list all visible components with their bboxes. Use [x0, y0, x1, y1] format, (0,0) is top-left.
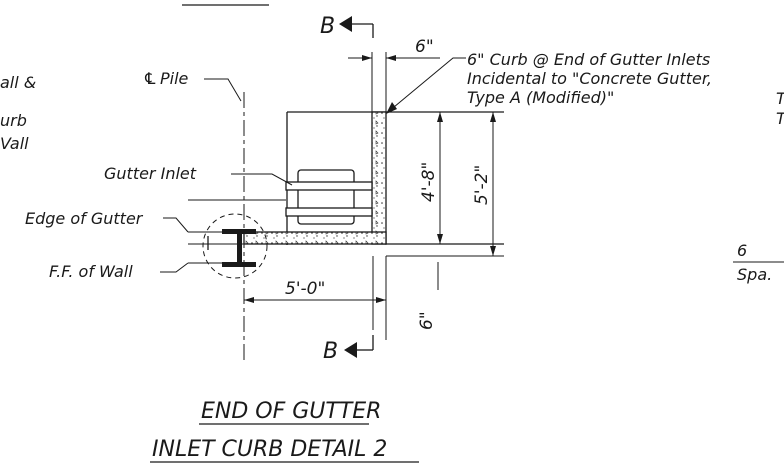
title-line-2: INLET CURB DETAIL 2	[152, 437, 387, 462]
dim-bottom-depth: 6"	[417, 311, 437, 330]
face-of-wall-leader	[160, 262, 189, 273]
svg-text:6" Curb @ End of Gutter Inlets: 6" Curb @ End of Gutter Inlets	[467, 50, 710, 69]
right-fragment-2: T	[776, 109, 784, 128]
svg-text:Type A (Modified)": Type A (Modified)"	[467, 88, 614, 107]
svg-text:Incidental to "Concrete Gutter: Incidental to "Concrete Gutter,	[467, 69, 712, 88]
svg-text:℄: ℄	[143, 69, 157, 88]
left-fragment-1: all &	[0, 73, 36, 92]
title-line-1: END OF GUTTER	[201, 399, 381, 424]
dim-bottom-width: 5'-0"	[285, 279, 325, 299]
curb-note-leader	[387, 57, 466, 113]
section-arrow-bottom	[344, 342, 357, 358]
face-of-wall-label: F.F. of Wall	[49, 262, 133, 281]
pile-centerline-label: ℄ Pile	[143, 69, 189, 88]
left-fragment-3: Vall	[0, 134, 29, 153]
curb-vertical	[371, 111, 387, 245]
right-fragment-1: T	[776, 89, 784, 108]
edge-of-gutter-label: Edge of Gutter	[25, 209, 144, 228]
gutter-inlet-label: Gutter Inlet	[104, 164, 197, 183]
gutter-inlet-leader	[231, 173, 293, 186]
section-marker-top: B	[320, 14, 335, 39]
pile-leader	[204, 78, 242, 102]
pile-h-section	[207, 229, 256, 267]
right-fragment-3: 6	[737, 241, 747, 260]
right-fragment-4: Spa.	[737, 265, 772, 284]
gutter-slab	[243, 231, 387, 245]
gutter-inlet-grate	[285, 169, 373, 225]
section-marker-bottom: B	[323, 339, 338, 364]
section-arrow-top	[339, 16, 352, 32]
dim-outer-height: 5'-2"	[472, 165, 492, 205]
pile-circle	[202, 213, 268, 279]
curb-note: 6" Curb @ End of Gutter Inlets Incidenta…	[467, 50, 712, 107]
left-fragment-2: urb	[0, 111, 27, 130]
edge-of-gutter-leader	[163, 217, 189, 233]
svg-text:Pile: Pile	[160, 69, 189, 88]
dim-inner-height: 4'-8"	[419, 162, 439, 202]
dim-top-width: 6"	[415, 37, 434, 57]
